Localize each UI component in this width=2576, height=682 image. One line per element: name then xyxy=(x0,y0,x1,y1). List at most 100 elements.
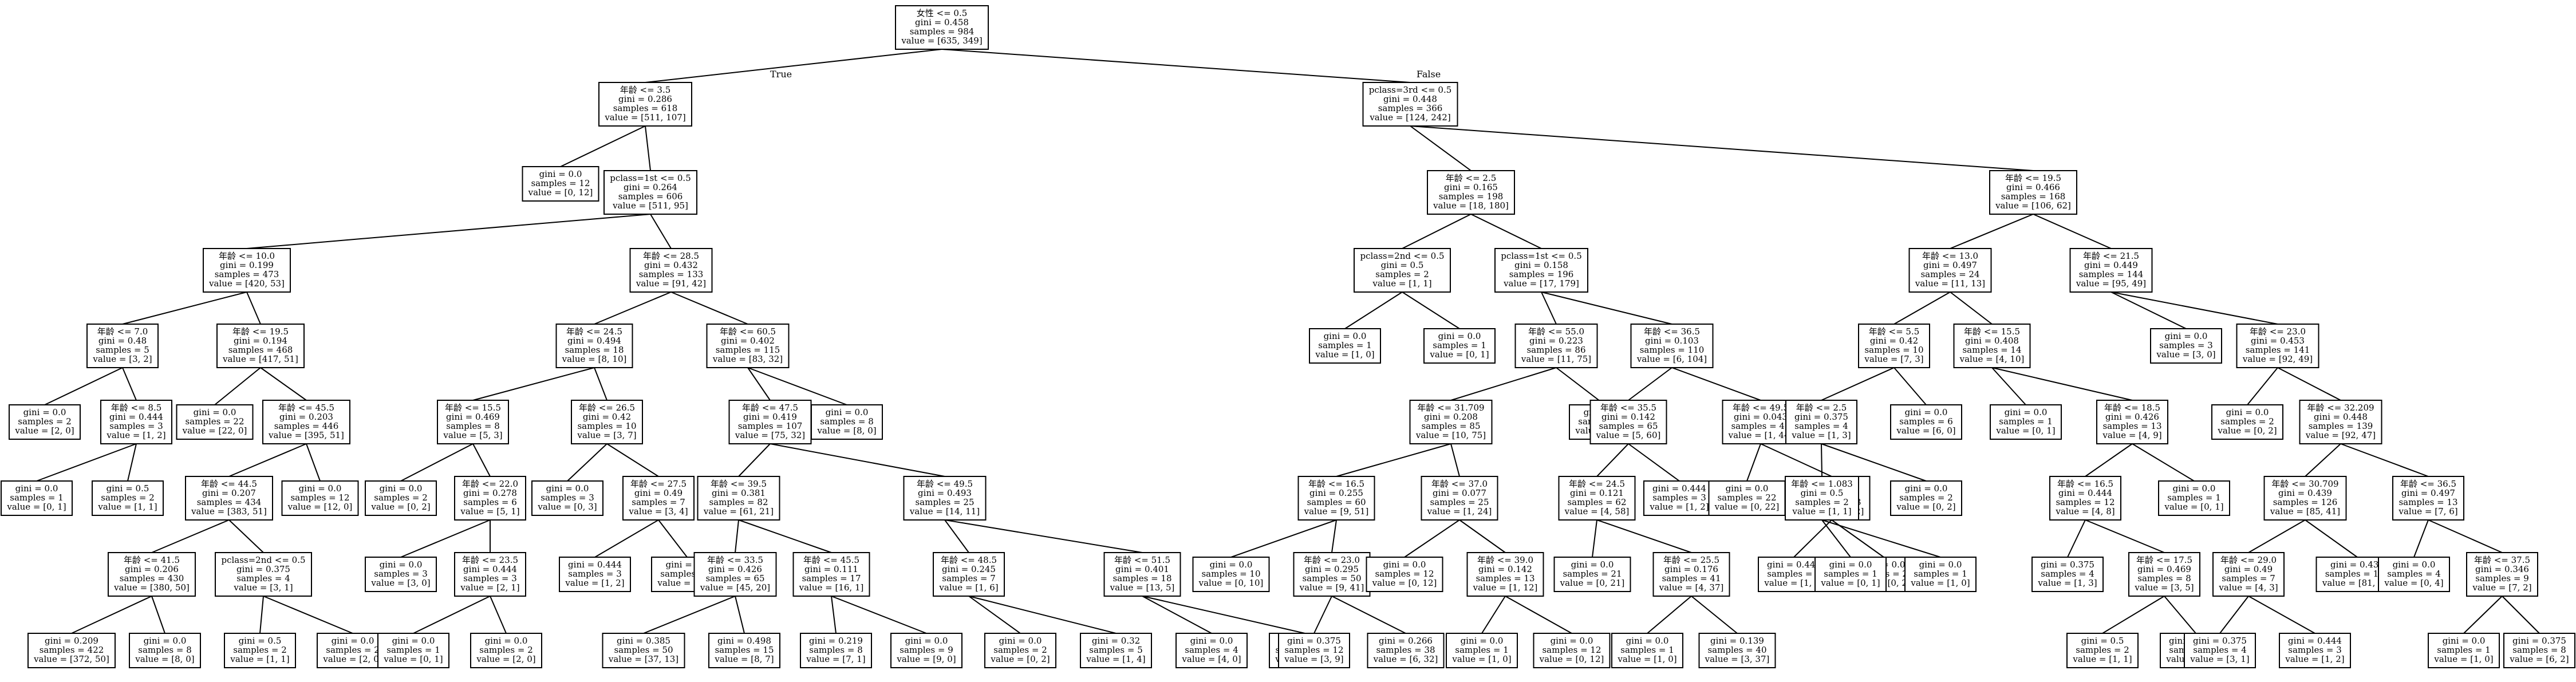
tree-node-text: value = [92, 49] xyxy=(2242,354,2313,364)
tree-edge xyxy=(2110,291,2278,325)
tree-node-text: samples = 60 xyxy=(1307,497,1366,507)
tree-edge xyxy=(2463,596,2503,634)
tree-node-text: 年龄 <= 24.5 xyxy=(566,326,622,337)
tree-node-text: samples = 8 xyxy=(820,416,874,427)
tree-node-box xyxy=(1175,633,1248,668)
tree-node-text: value = [1, 44] xyxy=(1728,430,1793,440)
tree-edge xyxy=(1313,596,1332,634)
tree-edge xyxy=(1336,443,1451,477)
tree-node-box xyxy=(1890,480,1962,516)
tree-node-text: samples = 12 xyxy=(2056,497,2115,507)
tree-node-text: gini = 0.0 xyxy=(2393,559,2436,570)
tree-node-text: samples = 8 xyxy=(2137,573,2191,584)
tree-node-text: samples = 2 xyxy=(2220,416,2274,427)
tree-node-text: gini = 0.0 xyxy=(1905,407,1948,417)
edge-labels-layer: True False xyxy=(770,69,1441,80)
tree-node-text: samples = 13 xyxy=(2399,497,2457,507)
tree-edge xyxy=(2219,596,2249,634)
tree-node-text: value = [0, 1] xyxy=(1995,425,2055,436)
tree-edge xyxy=(1596,519,1692,553)
tree-node-box xyxy=(100,400,172,444)
tree-node-box xyxy=(903,476,987,521)
tree-edge xyxy=(1893,367,1927,405)
tree-edge xyxy=(1991,367,2133,401)
tree-node-text: gini = 0.375 xyxy=(2193,636,2247,646)
tree-node-text: value = [0, 12] xyxy=(1539,654,1604,664)
tree-node-text: samples = 13 xyxy=(2102,421,2161,431)
tree-node-text: value = [0, 22] xyxy=(1714,502,1780,512)
tree-node-box xyxy=(1080,633,1152,668)
tree-node-box xyxy=(2466,552,2538,597)
tree-node-box xyxy=(984,633,1056,668)
tree-node-box xyxy=(2236,324,2319,368)
tree-node-text: gini = 0.375 xyxy=(2041,559,2094,570)
tree-node-text: samples = 4 xyxy=(2193,645,2247,655)
tree-node-text: samples = 86 xyxy=(1526,345,1585,355)
tree-node-text: samples = 12 xyxy=(1284,645,1343,655)
tree-node-box xyxy=(203,248,291,293)
tree-node-text: value = [91, 42] xyxy=(636,278,706,289)
tree-node-box xyxy=(262,400,350,444)
tree-node-text: samples = 12 xyxy=(1542,645,1601,655)
tree-edge xyxy=(472,367,595,401)
tree-edge xyxy=(259,596,264,634)
tree-node-text: value = [1, 1] xyxy=(97,502,157,512)
tree-node-text: gini = 0.194 xyxy=(234,336,287,346)
tree-node-box xyxy=(706,324,790,368)
tree-edge xyxy=(770,443,945,477)
tree-node-box xyxy=(377,633,449,668)
tree-node-text: 年龄 <= 10.0 xyxy=(219,251,275,261)
tree-node-text: gini = 0.49 xyxy=(634,488,683,498)
tree-node-box xyxy=(1785,400,1857,444)
tree-node-text: 年龄 <= 36.5 xyxy=(2400,479,2456,489)
tree-node-box xyxy=(1558,476,1636,521)
tree-node-text: value = [0, 21] xyxy=(1560,578,1625,588)
tree-node-text: gini = 0.0 xyxy=(1829,559,1872,570)
tree-node-text: 年龄 <= 2.5 xyxy=(1796,403,1847,413)
tree-node-text: value = [9, 51] xyxy=(1304,506,1369,517)
tree-node-text: 年龄 <= 30.709 xyxy=(2271,479,2338,489)
tree-edge xyxy=(1592,519,1597,558)
tree-node-text: samples = 107 xyxy=(738,421,803,431)
tree-edge xyxy=(2247,367,2278,405)
tree-node-text: value = [4, 37] xyxy=(1659,582,1724,593)
tree-node-box xyxy=(2158,480,2230,516)
tree-node-box xyxy=(1309,328,1381,364)
tree-edge xyxy=(1821,443,1927,482)
tree-node-text: samples = 434 xyxy=(197,497,262,507)
tree-node-text: samples = 22 xyxy=(185,416,244,427)
tree-node-text: samples = 65 xyxy=(1599,421,1658,431)
tree-node-text: gini = 0.245 xyxy=(942,564,996,574)
tree-node-text: samples = 14 xyxy=(1962,345,2021,355)
tree-edge xyxy=(1950,214,2034,249)
tree-node-text: value = [6, 104] xyxy=(1636,354,1707,364)
tree-node-text: gini = 0.121 xyxy=(1570,488,1624,498)
tree-node-box xyxy=(693,552,777,597)
tree-node-box xyxy=(522,166,599,202)
tree-node-text: value = [1, 2] xyxy=(565,578,624,588)
tree-node-text: samples = 3 xyxy=(568,569,622,579)
tree-node-text: samples = 5 xyxy=(96,345,149,355)
tree-node-text: value = [3, 0] xyxy=(2156,349,2215,360)
tree-node-text: samples = 2 xyxy=(101,492,155,503)
tree-node-text: samples = 3 xyxy=(463,573,517,584)
tree-node-text: gini = 0.264 xyxy=(624,182,677,192)
tree-edge xyxy=(400,443,474,482)
tree-node-text: 年龄 <= 24.5 xyxy=(1569,479,1625,489)
tree-node-text: value = [7, 3] xyxy=(1864,354,1923,364)
tree-node-text: gini = 0.165 xyxy=(1444,182,1498,192)
tree-edge xyxy=(944,519,1143,553)
